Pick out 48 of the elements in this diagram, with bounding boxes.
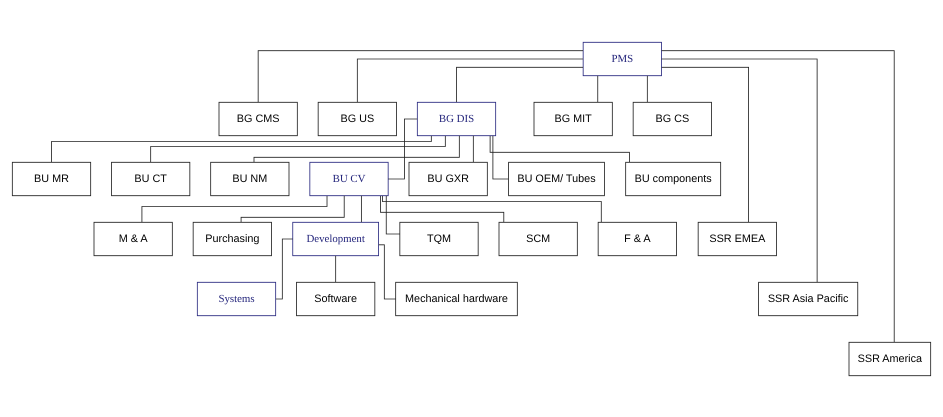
node-box: SCM <box>498 221 578 256</box>
node-box: BU NM <box>210 161 290 196</box>
connector <box>382 194 602 222</box>
node-box: SSR America <box>848 341 932 376</box>
connector <box>142 195 328 222</box>
node-box: BU CV <box>309 161 389 196</box>
node-box: BG MIT <box>534 101 613 136</box>
connector <box>597 74 598 102</box>
connector <box>492 134 509 179</box>
node-box: BU components <box>625 161 722 196</box>
connector <box>150 135 446 162</box>
connector <box>661 66 749 222</box>
connector <box>646 74 648 102</box>
connector <box>335 254 336 282</box>
node-box: Development <box>292 221 379 256</box>
node-box: BG CMS <box>218 101 298 136</box>
connector <box>258 50 584 102</box>
connector <box>360 194 362 222</box>
connector <box>356 58 584 102</box>
node-box: Systems <box>196 281 276 316</box>
connector <box>490 135 630 162</box>
connector <box>51 134 432 162</box>
connector <box>456 66 584 102</box>
node-box: Software <box>296 281 376 316</box>
connector <box>661 50 895 342</box>
connector <box>254 134 460 162</box>
node-box: BU MR <box>12 161 92 196</box>
node-box: PMS <box>582 41 662 76</box>
node-box: BU OEM/ Tubes <box>508 161 605 196</box>
node-box: BG CS <box>632 101 712 136</box>
node-box: BG US <box>318 101 397 136</box>
node-box: Mechanical hardware <box>395 281 518 316</box>
connector <box>276 238 294 299</box>
node-box: BU GXR <box>408 161 488 196</box>
connector <box>661 58 818 282</box>
connector <box>240 194 345 222</box>
node-box: SSR Asia Pacific <box>758 281 858 316</box>
node-box: BU CT <box>111 161 190 196</box>
node-box: F & A <box>598 221 677 256</box>
node-box: BG DIS <box>416 101 496 136</box>
node-box: SSR EMEA <box>698 221 777 256</box>
node-box: Purchasing <box>192 221 272 256</box>
connector <box>388 118 418 179</box>
connector <box>386 194 400 234</box>
connector <box>472 134 474 162</box>
connector <box>380 195 504 222</box>
node-box: M & A <box>94 221 173 256</box>
node-box: TQM <box>399 221 479 256</box>
